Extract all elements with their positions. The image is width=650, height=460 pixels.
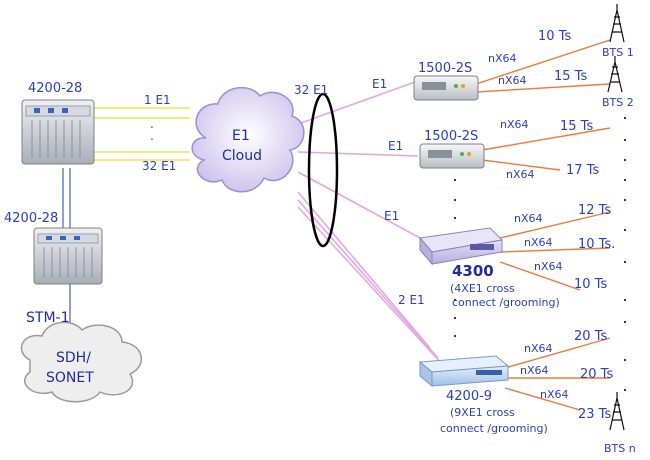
node-4300[interactable] xyxy=(419,227,504,266)
core-switch-top[interactable] xyxy=(21,99,95,165)
nx64-label: nX64 xyxy=(500,118,529,131)
bts-tower-icon xyxy=(607,56,623,93)
node-1500-2s-a[interactable] xyxy=(413,75,479,101)
bundle-label: 32 E1 xyxy=(294,83,328,97)
e1-cloud-label-line1: E1 xyxy=(232,128,250,144)
e1-dots: . xyxy=(150,129,154,143)
core-switch-bottom-label: 4200-28 xyxy=(4,211,58,226)
node-c-label: 4300 xyxy=(452,262,494,280)
core-to-cloud-links xyxy=(92,107,190,161)
e1-link-a-label: E1 xyxy=(372,77,387,91)
node-b-label: 1500-2S xyxy=(424,129,478,144)
nx64-label: nX64 xyxy=(520,364,549,377)
sdh-sonet-cloud xyxy=(20,321,143,403)
node-4200-9[interactable] xyxy=(418,355,510,388)
e1-dots: . xyxy=(150,117,154,131)
node-a-label: 1500-2S xyxy=(418,61,472,76)
sdh-cloud-label-line1: SDH/ xyxy=(56,350,91,366)
e1-bottom-label: 32 E1 xyxy=(142,159,176,173)
core-switch-bottom[interactable] xyxy=(33,227,103,285)
nx64-label: nX64 xyxy=(524,342,553,355)
timeslot-label: 23 Ts xyxy=(578,407,611,422)
timeslot-label: 12 Ts xyxy=(578,203,611,218)
link-bundle-ellipse xyxy=(307,92,339,248)
dotted-columns xyxy=(453,116,627,392)
node-1500-2s-b[interactable] xyxy=(419,143,485,169)
timeslot-label: 20 Ts xyxy=(580,367,613,382)
timeslot-links xyxy=(475,39,611,411)
e1-cloud xyxy=(191,86,305,193)
bts-2-label: BTS 2 xyxy=(602,96,634,109)
e1-cloud-label-line2: Cloud xyxy=(222,148,262,164)
node-c-sub2: connect /grooming) xyxy=(452,296,560,309)
e1-link-d-label: 2 E1 xyxy=(398,293,425,307)
node-d-sub2: connect /grooming) xyxy=(440,422,548,435)
core-interconnect-link xyxy=(62,168,71,232)
bts-tower-icon xyxy=(609,4,625,43)
timeslot-label: 10 Ts xyxy=(538,29,571,44)
core-switch-top-label: 4200-28 xyxy=(28,81,82,96)
e1-link-c-label: E1 xyxy=(384,209,399,223)
nx64-label: nX64 xyxy=(540,388,569,401)
nx64-label: nX64 xyxy=(498,74,527,87)
nx64-label: nX64 xyxy=(534,260,563,273)
bts-1-label: BTS 1 xyxy=(602,46,634,59)
node-c-sub1: (4XE1 cross xyxy=(450,282,515,295)
cloud-to-node-links xyxy=(297,81,445,367)
e1-top-label: 1 E1 xyxy=(144,93,171,107)
stm1-label: STM-1 xyxy=(26,310,69,326)
node-d-sub1: (9XE1 cross xyxy=(450,406,515,419)
nx64-label: nX64 xyxy=(506,168,535,181)
timeslot-label: 10 Ts. xyxy=(578,237,615,252)
timeslot-label: 17 Ts xyxy=(566,163,599,178)
timeslot-label: 15 Ts xyxy=(560,119,593,134)
nx64-label: nX64 xyxy=(524,236,553,249)
e1-link-b-label: E1 xyxy=(388,139,403,153)
bts-tower-icon xyxy=(609,392,625,431)
timeslot-label: 10 Ts xyxy=(574,277,607,292)
timeslot-label: 20 Ts xyxy=(574,329,607,344)
nx64-label: nX64 xyxy=(514,212,543,225)
nx64-label: nX64 xyxy=(488,52,517,65)
timeslot-label: 15 Ts xyxy=(554,69,587,84)
bts-n-label: BTS n xyxy=(604,442,636,455)
node-d-label: 4200-9 xyxy=(446,389,492,404)
sdh-cloud-label-line2: SONET xyxy=(46,370,94,386)
